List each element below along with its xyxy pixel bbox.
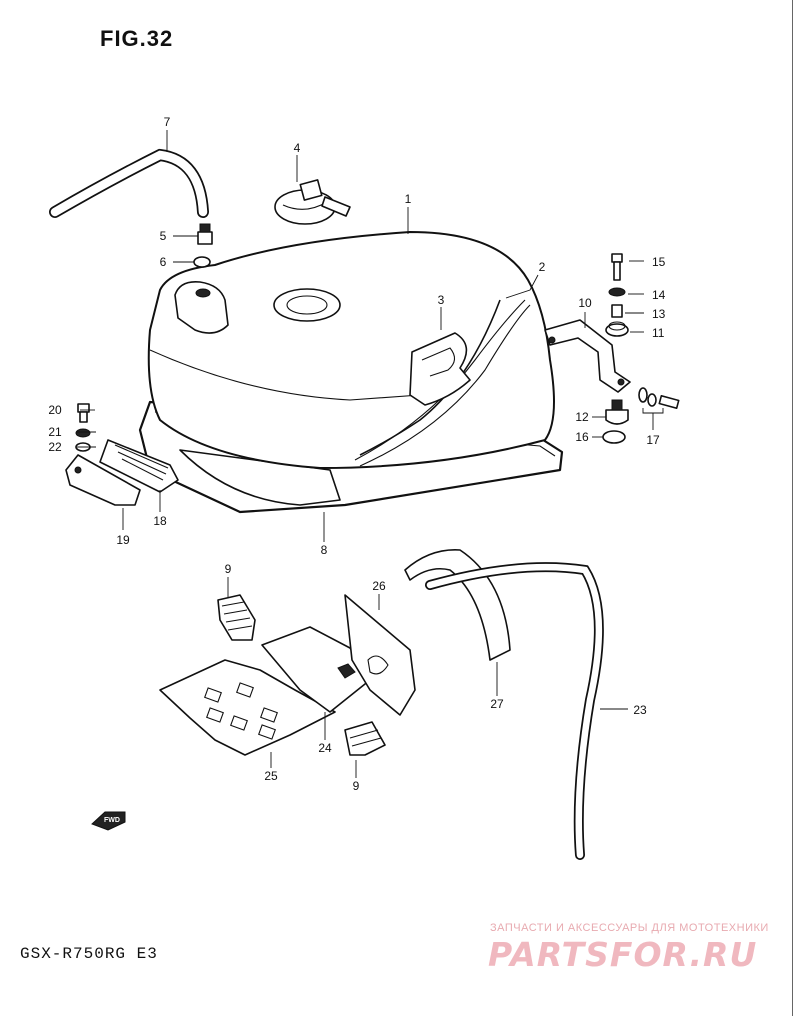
part-16-washer [602,430,626,444]
callout-26: 26 [372,579,386,593]
callout-9-lower: 9 [353,779,360,793]
callout-numbers: 1 2 3 4 5 6 7 8 9 10 11 12 13 14 15 16 1… [48,115,665,793]
part-10-bracket [544,319,631,393]
part-19-bracket [65,454,141,506]
callout-24: 24 [318,741,332,755]
part-9-cushion-upper [217,594,256,641]
part-12-grommet [605,399,629,425]
callout-13: 13 [652,307,666,321]
callout-12: 12 [575,410,589,424]
leader-lines [77,130,664,778]
part-4-fuel-cap [274,179,351,225]
part-7-breather-hose [49,148,209,218]
callout-22: 22 [48,440,62,454]
callout-6: 6 [160,255,167,269]
part-21-washer [75,428,91,438]
page-edge-line [792,0,793,1016]
fwd-label: FWD [104,817,120,824]
callout-17: 17 [646,433,660,447]
callout-10: 10 [578,296,592,310]
callout-1: 1 [405,192,412,206]
callout-16: 16 [575,430,589,444]
part-20-bolt [77,403,90,423]
watermark-tagline: ЗАПЧАСТИ И АКСЕССУАРЫ ДЛЯ МОТОТЕХНИКИ [490,922,769,934]
part-1-fuel-tank [147,231,555,469]
part-13-collar [611,304,623,318]
part-26-pad [344,594,416,716]
watermark-logo: PARTSFOR.RU [488,935,758,974]
callout-2: 2 [539,260,546,274]
part-17-bolt-set [638,387,680,409]
part-23-drain-hose [425,562,604,860]
callout-4: 4 [294,141,301,155]
part-9-cushion-lower [344,721,386,756]
part-25-heat-shield [159,659,336,756]
part-5-fitting [197,223,213,245]
callout-14: 14 [652,288,666,302]
model-code: GSX-R750RG E3 [20,945,158,963]
part-18-rubber-pad [99,439,179,493]
callout-18: 18 [153,514,167,528]
callout-9-upper: 9 [225,562,232,576]
part-15-bolt [611,253,623,281]
part-3-r-emblem [409,332,471,406]
callout-8: 8 [321,543,328,557]
callout-11: 11 [652,326,665,340]
callout-25: 25 [264,769,278,783]
callout-7: 7 [164,115,171,129]
callout-20: 20 [48,403,62,417]
callout-27: 27 [490,697,504,711]
part-14-washer [608,287,626,297]
part-24-pad [261,626,371,713]
callout-21: 21 [48,425,62,439]
callout-19: 19 [116,533,130,547]
callout-5: 5 [160,229,167,243]
part-6-washer [193,256,211,268]
figure-title: FIG.32 [100,26,174,51]
part-11-grommet [605,321,629,337]
fwd-arrow-icon: FWD [91,811,126,831]
callout-15: 15 [652,255,666,269]
callout-23: 23 [633,703,647,717]
callout-3: 3 [438,293,445,307]
